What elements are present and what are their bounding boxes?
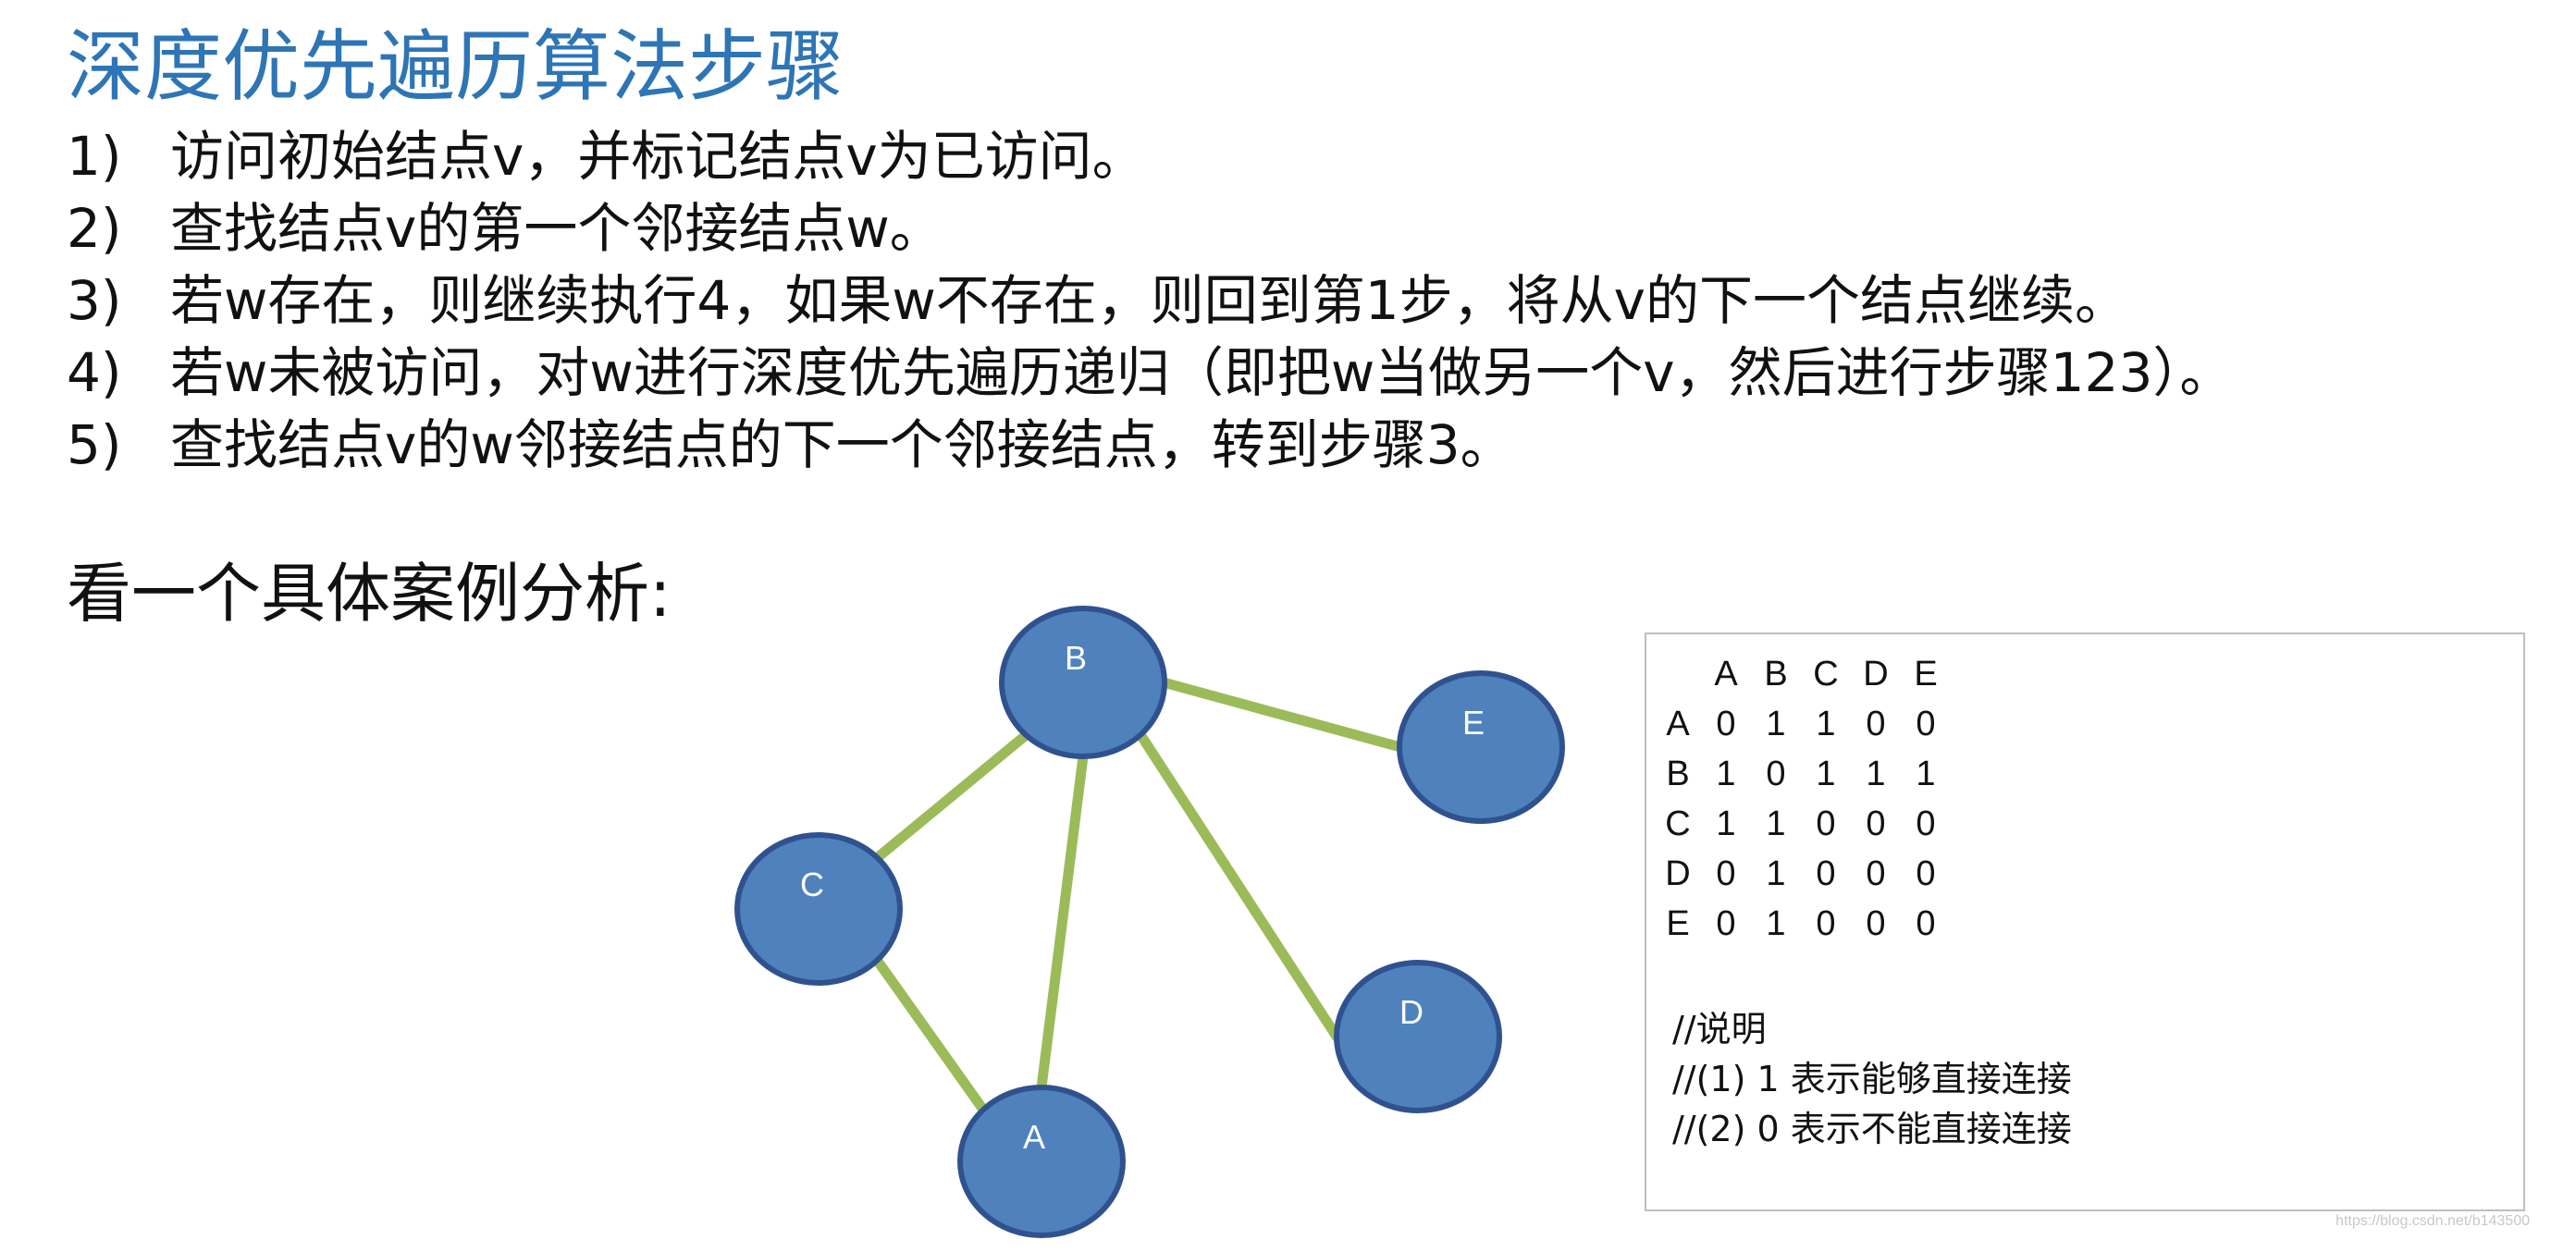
matrix-cell: 1	[1866, 755, 1886, 793]
edge-b-d	[1136, 730, 1342, 1042]
matrix-note-zero: //(2) 0 表示不能直接连接	[1672, 1109, 2072, 1149]
matrix-column-header: D	[1863, 655, 1889, 694]
matrix-cell: 0	[1916, 705, 1936, 743]
matrix-cell: 1	[1916, 755, 1936, 793]
step-number: 2)	[67, 197, 122, 260]
graph-node-e: E	[1397, 670, 1565, 824]
matrix-cell: 0	[1866, 804, 1886, 843]
example-title: 看一个具体案例分析:	[67, 556, 672, 632]
step-text: 查找结点v的w邻接结点的下一个邻接结点，转到步骤3。	[170, 413, 1514, 476]
matrix-note-one: //(1) 1 表示能够直接连接	[1672, 1059, 2072, 1099]
matrix-cell: 1	[1766, 854, 1786, 893]
step-text: 若w存在，则继续执行4，如果w不存在，则回到第1步，将从v的下一个结点继续。	[170, 269, 2129, 332]
matrix-cell: 1	[1716, 755, 1736, 793]
matrix-cell: 0	[1916, 854, 1936, 893]
edge-b-a	[1036, 751, 1089, 1093]
node-label: C	[800, 865, 824, 903]
matrix-cell: 0	[1866, 705, 1886, 743]
node-label: E	[1462, 704, 1485, 742]
step-number: 3)	[67, 269, 122, 332]
matrix-cell: 0	[1866, 854, 1886, 893]
step-number: 4)	[67, 341, 122, 404]
node-label: B	[1065, 639, 1087, 677]
step-text: 查找结点v的第一个邻接结点w。	[170, 197, 943, 260]
matrix-cell: 0	[1916, 904, 1936, 943]
node-label: D	[1399, 993, 1424, 1031]
node-circle	[734, 832, 903, 986]
step-text: 访问初始结点v，并标记结点v为已访问。	[170, 125, 1146, 188]
matrix-cell: 0	[1716, 854, 1736, 893]
step-number: 1)	[67, 125, 122, 188]
matrix-cell: 0	[1816, 854, 1836, 893]
matrix-row-label: E	[1666, 904, 1690, 943]
matrix-cell: 1	[1766, 804, 1786, 843]
matrix-cell: 0	[1866, 904, 1886, 943]
node-circle	[999, 606, 1167, 759]
graph-node-d: D	[1334, 960, 1502, 1113]
node-circle	[1334, 960, 1502, 1113]
matrix-column-header: E	[1914, 655, 1938, 694]
matrix-column-header: A	[1714, 655, 1738, 694]
matrix-cell: 0	[1716, 705, 1736, 743]
matrix-row-label: D	[1665, 854, 1691, 893]
matrix-cell: 0	[1816, 804, 1836, 843]
matrix-cell: 1	[1816, 705, 1836, 743]
matrix-row-label: C	[1665, 804, 1691, 843]
matrix-column-header: C	[1813, 655, 1839, 694]
graph-node-a: A	[957, 1085, 1126, 1238]
node-circle	[1397, 670, 1565, 824]
graph-node-c: C	[734, 832, 903, 986]
matrix-cell: 1	[1716, 804, 1736, 843]
matrix-row-label: A	[1666, 705, 1690, 743]
matrix-cell: 0	[1766, 755, 1786, 793]
matrix-cell: 0	[1816, 904, 1836, 943]
matrix-note-title: //说明	[1672, 1009, 1767, 1049]
node-label: A	[1023, 1118, 1045, 1156]
node-circle	[957, 1085, 1126, 1238]
edge-b-c	[871, 730, 1030, 864]
edge-b-e	[1158, 677, 1406, 753]
edge-c-a	[871, 954, 989, 1115]
page-title: 深度优先遍历算法步骤	[67, 21, 844, 112]
step-number: 5)	[67, 413, 122, 476]
graph-node-b: B	[999, 606, 1167, 759]
matrix-cell: 1	[1766, 904, 1786, 943]
graph-edges	[871, 677, 1406, 1115]
matrix-cell: 1	[1816, 755, 1836, 793]
matrix-cell: 0	[1916, 804, 1936, 843]
matrix-row-label: B	[1666, 755, 1690, 793]
matrix-cell: 1	[1766, 705, 1786, 743]
matrix-column-header: B	[1764, 655, 1788, 694]
matrix-cell: 0	[1716, 904, 1736, 943]
watermark: https://blog.csdn.net/b143500	[2336, 1213, 2530, 1229]
step-text: 若w未被访问，对w进行深度优先遍历递归（即把w当做另一个v，然后进行步骤123）…	[170, 341, 2234, 404]
